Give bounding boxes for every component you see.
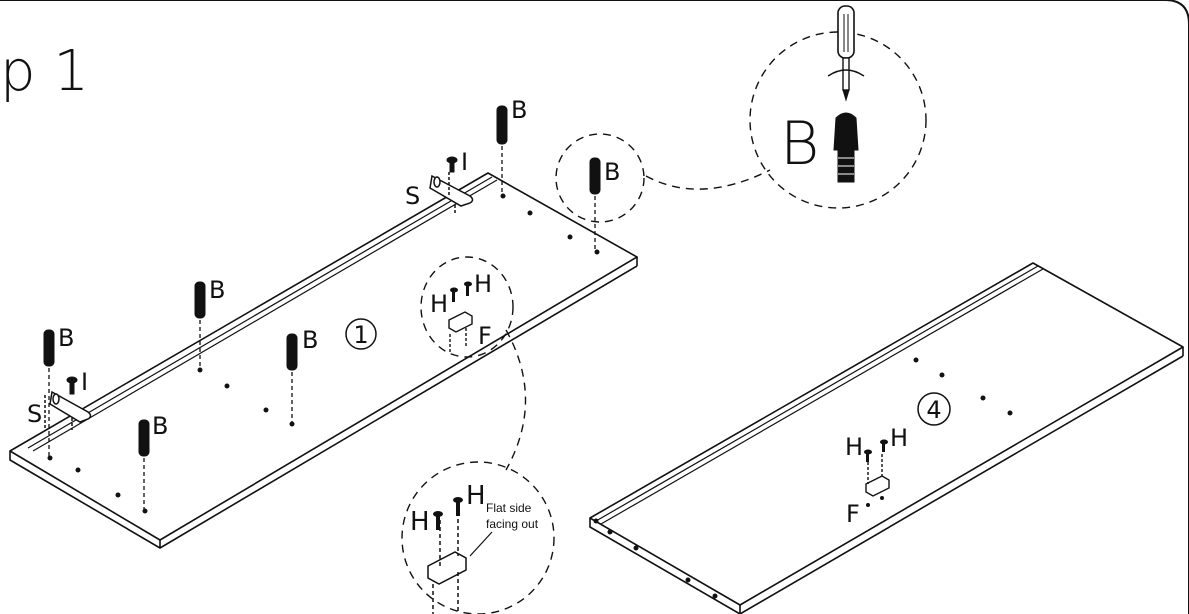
detail-circle-small	[555, 133, 645, 223]
detail-circle-hinge-large	[401, 461, 555, 614]
panel-4-side-edge	[739, 355, 1184, 614]
leader-line	[505, 329, 527, 471]
panel-1-top-face	[9, 172, 638, 541]
label-i: I	[461, 148, 468, 176]
dowel-b-large-icon	[833, 112, 859, 183]
step-title: p 1	[0, 39, 89, 104]
panel-4-front-edge	[589, 518, 741, 614]
label-h: H	[410, 507, 430, 537]
detail-circle-hinge	[420, 256, 514, 358]
panel-4-holes	[593, 357, 1013, 599]
note-pointer	[469, 531, 493, 557]
label-b: B	[209, 276, 225, 304]
dowel-b-icon	[496, 105, 508, 194]
hinge-f-large-icon	[427, 512, 467, 614]
label-b: B	[152, 412, 168, 440]
dowel-group	[43, 105, 601, 509]
label-s: S	[405, 182, 420, 210]
hinge-f-icon	[448, 311, 473, 352]
label-f: F	[478, 322, 492, 350]
screw-i-icon	[66, 376, 78, 395]
dowel-b-icon	[286, 333, 298, 422]
panel-4-groove	[595, 265, 1039, 522]
bracket-s-icon	[44, 390, 92, 430]
dowel-b-icon	[138, 419, 150, 509]
leader-line	[645, 169, 771, 190]
panel-4-top-face	[589, 262, 1184, 606]
panel-1-holes	[47, 193, 600, 514]
screw-h-icon	[450, 281, 472, 302]
panel-4	[589, 262, 1184, 614]
label-h: H	[430, 290, 448, 318]
screw-i-icon	[446, 156, 458, 173]
detail-big-label: B	[780, 109, 819, 179]
panel-4-number-circle	[917, 392, 951, 426]
label-i: I	[81, 368, 88, 396]
label-h: H	[474, 270, 492, 298]
screwdriver-icon	[827, 5, 865, 102]
detail-circle-large	[749, 31, 927, 209]
label-h: H	[845, 433, 863, 461]
dowel-b-icon	[43, 329, 55, 456]
panel-1-front-edge	[9, 451, 161, 549]
panel-1-side-edge	[159, 265, 638, 549]
note-line-1: Flat side	[486, 501, 532, 515]
panel-1-groove	[27, 176, 493, 449]
panel-4-number: 4	[926, 396, 941, 424]
screw-h-icon	[864, 439, 888, 462]
dowel-b-icon	[194, 281, 206, 368]
label-s: S	[27, 400, 42, 428]
note-line-2: facing out	[486, 517, 539, 531]
panel-1-number-circle	[345, 318, 377, 350]
dowel-b-icon	[589, 157, 601, 250]
label-f: F	[846, 500, 860, 528]
hinge-f-icon	[865, 454, 890, 497]
label-b: B	[511, 96, 527, 124]
label-b: B	[58, 324, 74, 352]
label-b: B	[302, 326, 318, 354]
screw-h-large-icon	[433, 497, 463, 530]
label-h: H	[890, 424, 908, 452]
label-b: B	[604, 158, 620, 186]
panel-1	[9, 172, 638, 549]
panel-1-number: 1	[353, 321, 368, 349]
bracket-s-icon	[429, 172, 474, 214]
label-h: H	[466, 481, 486, 511]
